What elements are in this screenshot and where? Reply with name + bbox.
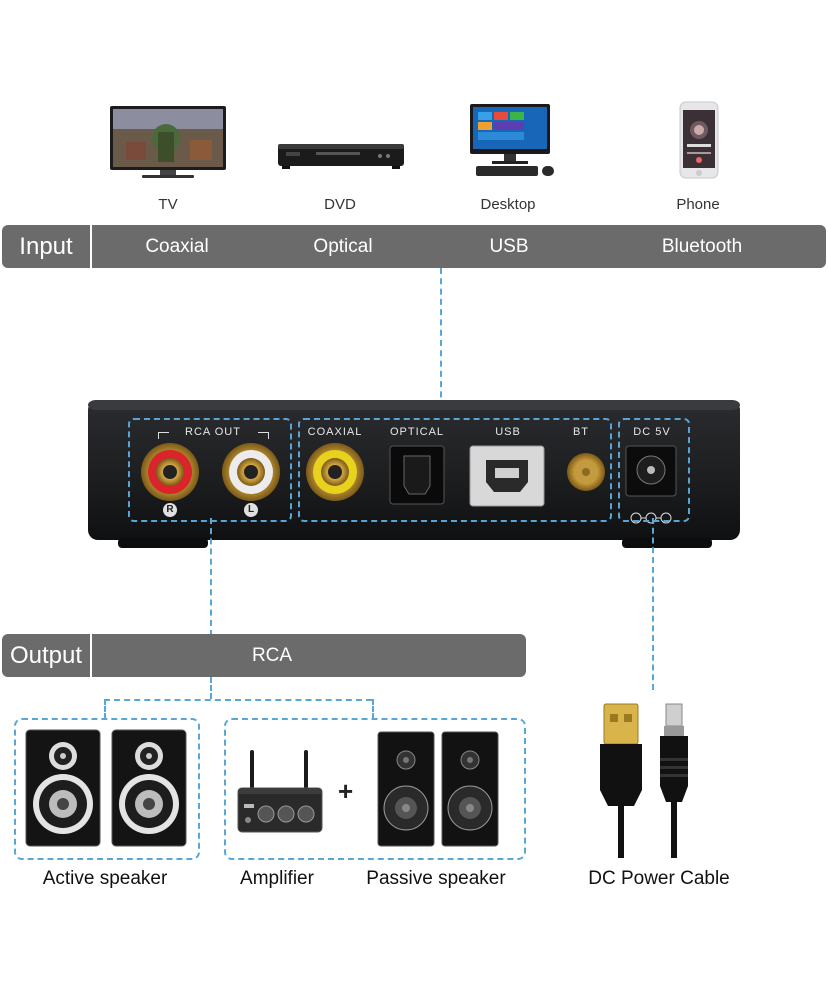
- input-ports-group: [298, 418, 612, 522]
- right-channel-mark: R: [166, 504, 174, 515]
- input-bar-title: Input: [2, 225, 92, 268]
- amplifier-passive-group: [224, 718, 526, 860]
- output-item-rca: RCA: [251, 644, 293, 666]
- rca-out-label: RCA OUT: [185, 426, 241, 438]
- output-bar: Output RCA: [2, 634, 526, 677]
- rca-out-bracket-right: [258, 432, 269, 439]
- output-split-stem: [210, 677, 212, 699]
- dvd-player-icon: [276, 138, 406, 172]
- port-label-bt: BT: [572, 426, 590, 438]
- input-item-coaxial: Coaxial: [145, 235, 209, 257]
- output-connector-line: [210, 518, 212, 636]
- label-amplifier: Amplifier: [240, 868, 314, 889]
- tv-icon: [108, 104, 228, 180]
- source-label-dvd: DVD: [324, 196, 356, 213]
- port-label-optical: OPTICAL: [389, 426, 445, 438]
- output-split-left: [104, 699, 106, 719]
- amplifier-icon: [234, 748, 326, 836]
- power-connector-line: [652, 518, 654, 690]
- input-item-usb: USB: [489, 235, 529, 257]
- output-split-bracket: [104, 699, 372, 701]
- dac-device: [88, 398, 740, 548]
- active-speaker-group: [14, 718, 200, 860]
- output-split-right: [372, 699, 374, 719]
- label-passive-speaker: Passive speaker: [366, 868, 506, 889]
- input-connector-line: [440, 268, 442, 418]
- passive-speaker-icon: [376, 730, 500, 848]
- port-label-usb: USB: [495, 426, 521, 438]
- port-label-dc-5v: DC 5V: [633, 426, 671, 438]
- source-label-phone: Phone: [676, 196, 720, 213]
- power-port-group: [618, 418, 690, 522]
- smartphone-icon: [678, 100, 720, 180]
- label-dc-power-cable: DC Power Cable: [588, 868, 730, 889]
- source-label-tv: TV: [158, 196, 178, 213]
- dc-power-cable-icon: [594, 700, 704, 860]
- active-speaker-icon: [24, 728, 188, 848]
- output-bar-title: Output: [2, 634, 92, 677]
- label-active-speaker: Active speaker: [42, 868, 168, 889]
- input-item-optical: Optical: [313, 235, 373, 257]
- rca-out-bracket-left: [158, 432, 169, 439]
- left-channel-mark: L: [247, 504, 255, 515]
- desktop-computer-icon: [466, 102, 558, 180]
- port-label-coaxial: COAXIAL: [307, 426, 363, 438]
- input-item-bluetooth: Bluetooth: [661, 235, 743, 257]
- input-bar: Input Coaxial Optical USB Bluetooth: [2, 225, 826, 268]
- plus-sign: +: [338, 776, 354, 806]
- source-label-desktop: Desktop: [480, 196, 536, 213]
